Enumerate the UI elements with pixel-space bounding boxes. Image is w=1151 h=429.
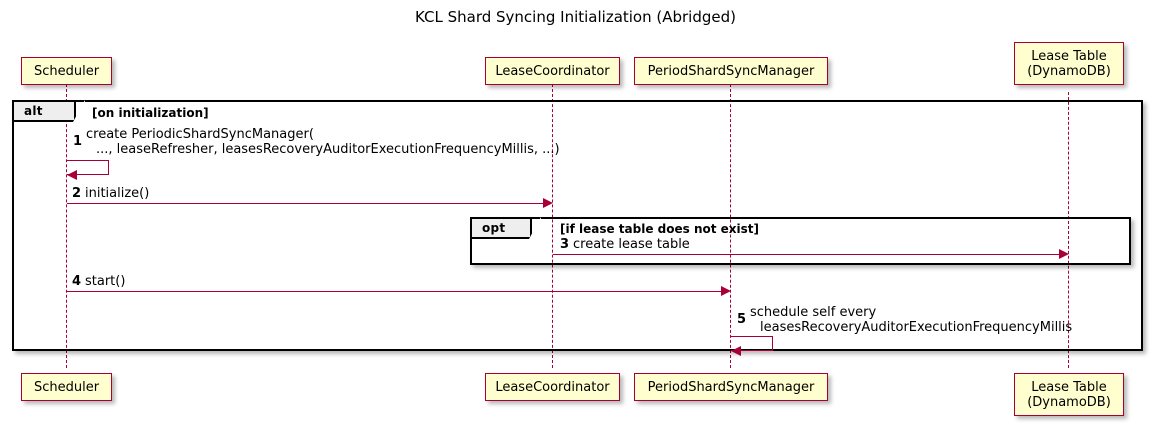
message-1-arrowhead (67, 170, 77, 180)
message-1-number: 1 (73, 134, 83, 149)
fragment-opt-operator: opt (472, 217, 541, 239)
participant-scheduler-bottom[interactable]: Scheduler (21, 373, 112, 401)
message-1-text-line1: create PeriodicShardSyncManager( (86, 127, 314, 142)
diagram-title: KCL Shard Syncing Initialization (Abridg… (415, 8, 736, 26)
message-3-arrowhead (1059, 249, 1069, 259)
message-5-self-loop (731, 336, 773, 351)
participant-period-shard-sync-manager-bottom[interactable]: PeriodShardSyncManager (634, 373, 828, 401)
message-1-text-line2: ..., leaseRefresher, leasesRecoveryAudit… (96, 142, 560, 157)
message-4-text-line1: start() (85, 274, 126, 289)
fragment-opt-guard: [if lease table does not exist] (560, 222, 760, 236)
message-2-text-line1: initialize() (85, 186, 150, 201)
participant-lease-coordinator-bottom[interactable]: LeaseCoordinator (485, 373, 620, 401)
participant-period-shard-sync-manager-label-bottom: PeriodShardSyncManager (647, 379, 815, 395)
participant-lease-table-top[interactable]: Lease Table (DynamoDB) (1014, 42, 1124, 85)
message-5-text-line1: schedule self every (750, 305, 877, 320)
message-3-line (553, 254, 1059, 255)
message-2-arrowhead (543, 198, 553, 208)
participant-lease-table-label-bottom-line1: Lease Table (1031, 379, 1107, 395)
message-4-number: 4 (72, 274, 82, 289)
participant-lease-coordinator-label: LeaseCoordinator (495, 63, 610, 79)
participant-lease-table-label-line2: (DynamoDB) (1027, 63, 1111, 79)
participant-lease-table-label-bottom-line2: (DynamoDB) (1027, 394, 1111, 410)
fragment-opt (470, 217, 1131, 265)
message-4-arrowhead (721, 286, 731, 296)
message-5-arrowhead (731, 346, 741, 356)
fragment-alt-guard: [on initialization] (92, 106, 209, 120)
message-1-self-loop (67, 160, 109, 175)
lifeline-period-shard-sync-manager (730, 84, 731, 368)
lifeline-scheduler (66, 84, 67, 368)
participant-lease-coordinator-top[interactable]: LeaseCoordinator (485, 57, 620, 85)
fragment-alt (12, 100, 1143, 351)
participant-lease-table-label-line1: Lease Table (1031, 48, 1107, 64)
message-2-number: 2 (72, 186, 82, 201)
message-3-text-line1: create lease table (573, 237, 690, 252)
participant-lease-table-bottom[interactable]: Lease Table (DynamoDB) (1014, 373, 1124, 416)
message-2-line (67, 203, 543, 204)
message-5-text-line2: leasesRecoveryAuditorExecutionFrequencyM… (760, 320, 1073, 335)
message-4-line (67, 291, 721, 292)
participant-period-shard-sync-manager-label: PeriodShardSyncManager (647, 63, 815, 79)
participant-lease-coordinator-label-bottom: LeaseCoordinator (495, 379, 610, 395)
participant-scheduler-label-bottom: Scheduler (33, 379, 100, 395)
message-5-number: 5 (737, 312, 747, 327)
participant-scheduler-top[interactable]: Scheduler (21, 57, 112, 85)
participant-scheduler-label: Scheduler (33, 63, 100, 79)
fragment-alt-operator: alt (14, 100, 85, 122)
message-3-number: 3 (560, 237, 570, 252)
participant-period-shard-sync-manager-top[interactable]: PeriodShardSyncManager (634, 57, 828, 85)
lifeline-lease-table (1068, 92, 1069, 368)
lifeline-lease-coordinator (552, 84, 553, 368)
